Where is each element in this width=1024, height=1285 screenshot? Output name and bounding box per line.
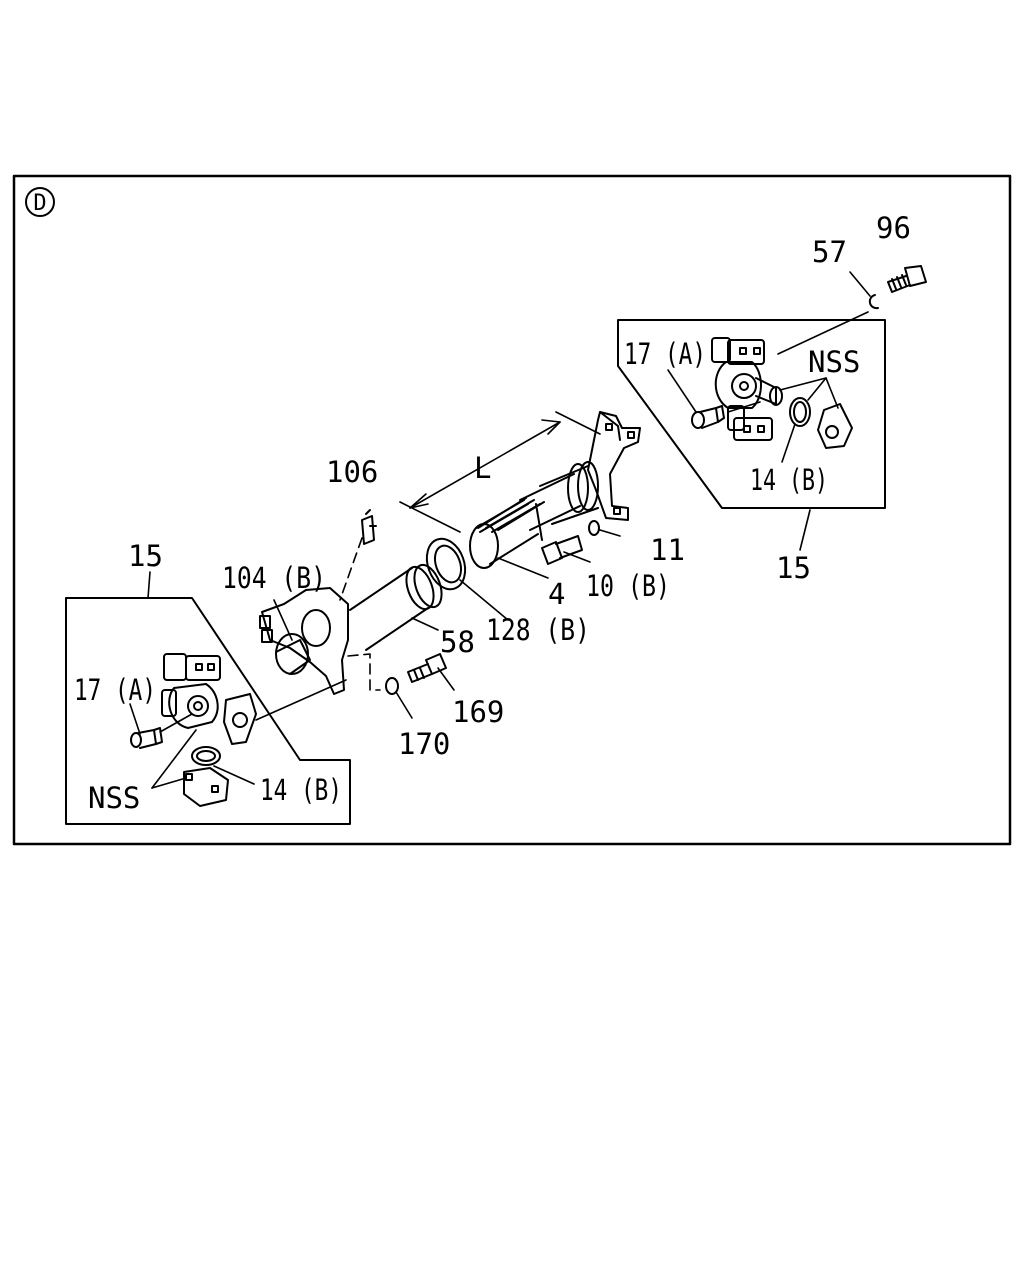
label-170: 170 xyxy=(398,727,450,761)
diagram-frame xyxy=(12,174,1012,846)
bolt-96-icon xyxy=(887,265,927,293)
label-L: L xyxy=(474,451,491,485)
washer-11-icon xyxy=(588,520,600,536)
label-169: 169 xyxy=(452,695,504,729)
label-nss-right: NSS xyxy=(808,345,860,379)
label-nss-left: NSS xyxy=(88,781,140,815)
label-58: 58 xyxy=(440,625,475,659)
main-shaft-leaders xyxy=(255,529,621,721)
label-15-right: 15 xyxy=(776,551,811,585)
label-4: 4 xyxy=(548,577,565,611)
left-kit-box xyxy=(65,597,351,825)
stub-shaft-icon xyxy=(519,461,599,531)
label-17a-right: 17 (A) xyxy=(624,337,706,371)
label-17a-left: 17 (A) xyxy=(74,673,156,707)
label-128b: 128 (B) xyxy=(486,613,590,647)
label-14b-right: 14 (B) xyxy=(750,463,828,497)
label-104b: 104 (B) xyxy=(222,561,326,595)
grease-zerk-106-icon xyxy=(361,509,377,545)
right-flange-yoke-icon xyxy=(587,411,641,521)
label-10b: 10 (B) xyxy=(586,569,670,603)
right-spider-icon xyxy=(711,337,783,441)
label-96: 96 xyxy=(876,211,911,245)
dust-cap-104b-icon xyxy=(275,633,311,675)
left-slip-yoke-icon xyxy=(259,587,349,695)
left-seal-ring-icon xyxy=(191,746,221,766)
section-marker: D xyxy=(25,187,55,217)
slip-tube-58-icon xyxy=(349,563,443,651)
seal-128b-icon xyxy=(425,537,467,591)
right-grease-fitting-icon xyxy=(691,405,725,429)
label-15-left: 15 xyxy=(128,539,163,573)
washer-170-icon xyxy=(385,677,399,695)
right-seal-ring-icon xyxy=(789,397,811,427)
label-11: 11 xyxy=(650,533,685,567)
label-14b-left: 14 (B) xyxy=(260,773,342,807)
right-kit-leaders xyxy=(667,271,871,551)
left-kit-leaders xyxy=(129,571,255,789)
right-bearing-cap-icon xyxy=(817,403,853,449)
lockwasher-57-icon xyxy=(868,294,879,310)
bolt-169-icon xyxy=(407,653,447,683)
bolt-10b-icon xyxy=(541,535,583,565)
dimension-L xyxy=(399,411,601,533)
label-106: 106 xyxy=(326,455,378,489)
label-57: 57 xyxy=(812,235,847,269)
section-letter: D xyxy=(33,191,46,216)
splined-shaft-4-icon xyxy=(469,497,545,569)
right-kit-box xyxy=(617,319,886,509)
left-spider-icon xyxy=(161,653,257,745)
left-bearing-cap-icon xyxy=(183,767,229,807)
left-grease-fitting-icon xyxy=(130,727,163,749)
